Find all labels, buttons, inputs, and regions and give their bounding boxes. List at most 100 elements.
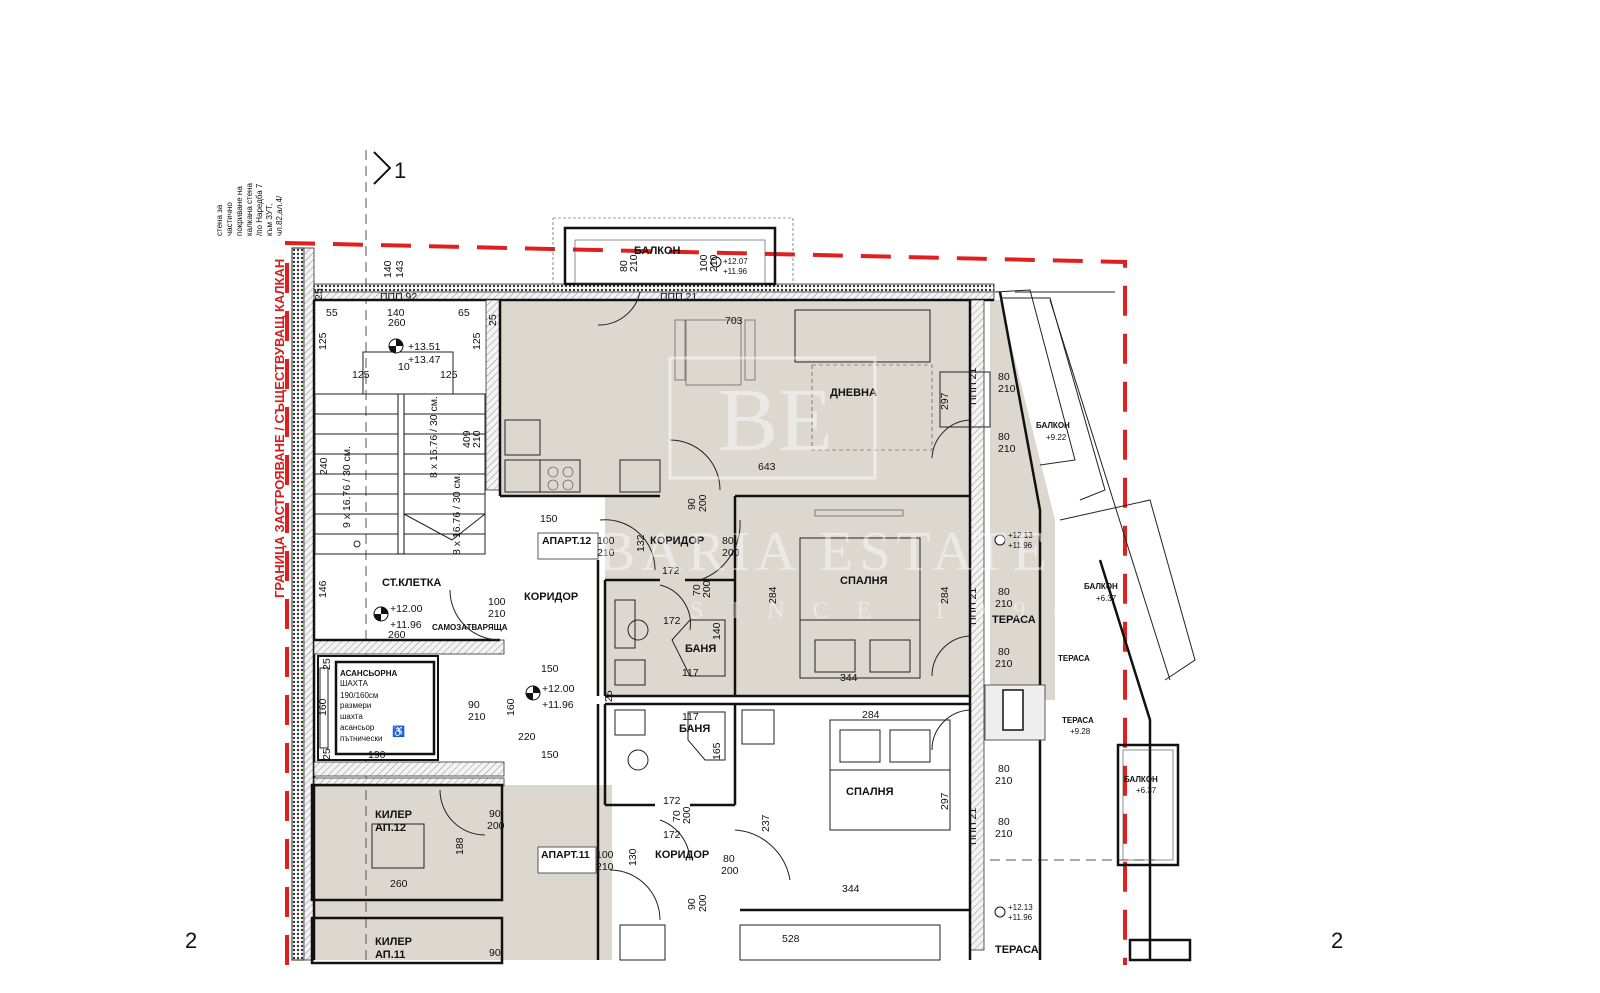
svg-text:240: 240	[318, 457, 330, 475]
svg-text:344: 344	[840, 672, 858, 684]
exterior-walls	[291, 247, 995, 961]
window-label: ППП 92	[380, 291, 417, 303]
level-value: +13.47	[408, 354, 441, 366]
section-marker-label: 1	[394, 158, 406, 183]
level-value: +12.00	[390, 603, 423, 615]
level-value: +11.96	[723, 267, 748, 276]
svg-text:297: 297	[939, 792, 951, 810]
level-value: +11.96	[1008, 913, 1033, 922]
svg-text:80: 80	[998, 586, 1010, 598]
svg-text:80: 80	[998, 371, 1010, 383]
svg-text:90: 90	[468, 699, 480, 711]
room-label-terrace: ТЕРАСА	[992, 614, 1036, 626]
svg-text:100: 100	[597, 535, 615, 547]
svg-text:210: 210	[468, 711, 486, 723]
window-label: ППП 21	[967, 808, 979, 845]
room-label-stairwell: СТ.КЛЕТКА	[382, 577, 441, 589]
storage12-walls	[310, 783, 504, 902]
svg-text:210: 210	[488, 608, 506, 620]
svg-text:150: 150	[541, 749, 559, 761]
svg-text:160: 160	[317, 698, 329, 716]
svg-text:237: 237	[760, 814, 772, 832]
level-value: +6.37	[1136, 786, 1157, 795]
stair-run-label: 8 x 16.76 / 30 см.	[428, 396, 440, 478]
svg-text:150: 150	[541, 663, 559, 675]
room-label-storage: АП.12	[375, 822, 406, 834]
svg-text:172: 172	[662, 565, 680, 577]
watermark-logo: BE	[718, 371, 833, 470]
svg-text:200: 200	[697, 494, 709, 512]
svg-text:210: 210	[596, 861, 614, 873]
elevator-label: АСАНСЬОРНА ШАХТА 190/160см размери шахта…	[340, 669, 397, 743]
room-label-balcony: БАЛКОН	[1036, 421, 1070, 430]
svg-text:409: 409	[461, 430, 473, 448]
svg-text:70: 70	[691, 584, 703, 596]
svg-text:80: 80	[998, 816, 1010, 828]
svg-text:80: 80	[998, 763, 1010, 775]
svg-text:калкана стена: калкана стена	[245, 183, 254, 236]
svg-text:10: 10	[398, 361, 410, 373]
svg-text:25: 25	[603, 690, 615, 702]
svg-text:140: 140	[382, 260, 394, 278]
svg-text:65: 65	[458, 307, 470, 319]
level-value: +12.13	[1008, 531, 1033, 540]
svg-text:210: 210	[998, 443, 1016, 455]
level-value: +11.96	[390, 619, 422, 631]
svg-text:117: 117	[682, 667, 699, 679]
level-value: +9.22	[1046, 433, 1067, 442]
section-marker-right: 2	[1331, 928, 1343, 953]
room-label-bedroom: СПАЛНЯ	[846, 786, 894, 798]
watermark-name: BARIA ESTATE	[598, 521, 1053, 583]
svg-text:25: 25	[321, 748, 333, 760]
svg-text:188: 188	[454, 837, 466, 855]
svg-text:100: 100	[596, 849, 614, 861]
svg-text:172: 172	[663, 829, 681, 841]
svg-text:АПАРТ.12: АПАРТ.12	[542, 535, 591, 547]
room-label-terrace: ТЕРАСА	[1062, 716, 1094, 725]
svg-text:220: 220	[518, 731, 536, 743]
svg-text:284: 284	[862, 709, 880, 721]
svg-text:АСАНСЬОРНА: АСАНСЬОРНА	[340, 669, 397, 678]
svg-text:284: 284	[939, 586, 951, 604]
svg-text:210: 210	[597, 547, 615, 559]
level-value: +13.51	[408, 341, 441, 353]
svg-text:асансьор: асансьор	[340, 723, 375, 732]
svg-text:160: 160	[505, 698, 517, 716]
room-label-storage: КИЛЕР	[375, 936, 412, 948]
interior-walls	[498, 300, 972, 960]
svg-text:172: 172	[663, 795, 681, 807]
room-label-bedroom: СПАЛНЯ	[840, 575, 888, 587]
svg-text:140: 140	[711, 622, 723, 640]
right-balconies	[984, 289, 1196, 962]
svg-text:210: 210	[995, 598, 1013, 610]
svg-text:90: 90	[686, 898, 698, 910]
room-label-corridor: КОРИДОР	[650, 535, 704, 547]
furniture	[504, 309, 991, 961]
svg-text:125: 125	[317, 332, 329, 350]
svg-text:210: 210	[471, 430, 483, 448]
svg-text:260: 260	[388, 629, 406, 641]
svg-text:172: 172	[663, 615, 681, 627]
apt11-tag: АПАРТ.11	[537, 846, 597, 874]
level-value: +12.00	[542, 683, 575, 695]
svg-text:/по Наредба 7: /по Наредба 7	[255, 183, 264, 236]
svg-text:90: 90	[489, 808, 501, 820]
svg-text:260: 260	[388, 317, 406, 329]
balcony-top	[552, 217, 794, 286]
apt12-tag: АПАРТ.12	[537, 532, 599, 560]
svg-text:200: 200	[701, 580, 713, 598]
svg-text:80: 80	[722, 535, 734, 547]
svg-text:146: 146	[317, 580, 329, 598]
svg-text:25: 25	[487, 314, 499, 326]
staircase	[314, 351, 486, 555]
svg-text:284: 284	[767, 586, 779, 604]
svg-text:25: 25	[313, 288, 325, 300]
svg-text:100: 100	[698, 254, 710, 272]
apt12-floor	[500, 300, 1055, 700]
svg-text:200: 200	[697, 894, 709, 912]
stair-run-label: 8 x 16.76 / 30 см.	[451, 473, 463, 555]
storage12-tag	[371, 823, 425, 869]
stair-run-label: 9 x 16.76 / 30 см.	[341, 446, 353, 528]
svg-text:частично: частично	[225, 202, 234, 236]
